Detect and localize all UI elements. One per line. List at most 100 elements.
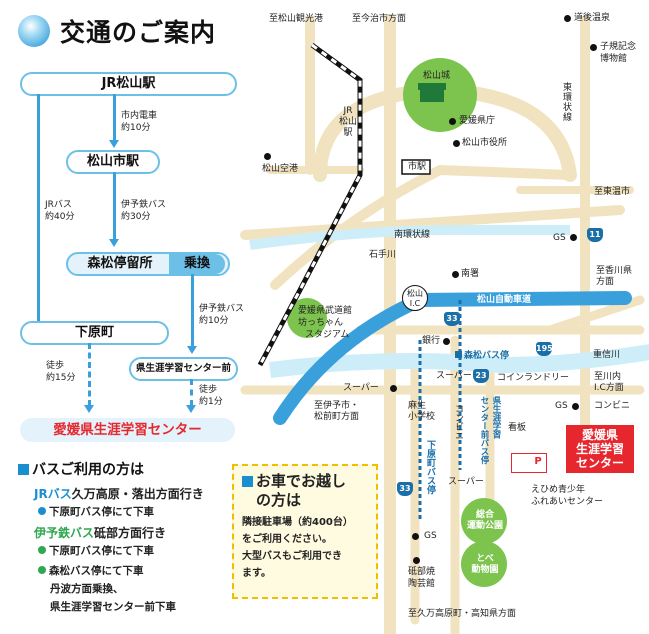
iyo-bus-item1: 下原町バス停にて下車 bbox=[38, 542, 154, 560]
segment-iyo-bus2: 伊予鉄バス 約10分 bbox=[199, 304, 245, 326]
label-center-stop: 県生涯学習 センター前バス停 bbox=[479, 396, 501, 464]
arrow-walk1 bbox=[186, 405, 196, 413]
segment-iyo-bus: 伊予鉄バス 約30分 bbox=[121, 200, 167, 222]
line-jr-bus bbox=[37, 94, 40, 330]
label-morimatsu-stop: 森松バス停 bbox=[464, 351, 510, 361]
label-nankan: 南環状線 bbox=[394, 230, 431, 240]
route-23-shield: 23 bbox=[473, 369, 489, 383]
label-airport: 松山空港 bbox=[262, 164, 299, 174]
gs2-point bbox=[572, 403, 579, 410]
route-33a-shield: 33 bbox=[444, 312, 460, 326]
square-icon bbox=[242, 476, 253, 487]
bus-stop-icon bbox=[455, 351, 462, 358]
label-super1: スーパー bbox=[436, 371, 472, 381]
label-dogo: 道後温泉 bbox=[574, 13, 611, 23]
zoo bbox=[461, 541, 507, 587]
jr-bus-item: 下原町バス停にて下車 bbox=[38, 503, 154, 521]
label-bank: 銀行 bbox=[422, 336, 441, 346]
label-kanban: 看板 bbox=[508, 423, 527, 433]
label-konbini1: コンビニ bbox=[453, 404, 463, 440]
budokan-park bbox=[287, 298, 327, 338]
segment-walk1: 徒歩 約1分 bbox=[199, 385, 223, 407]
facility-label: 愛媛県 生涯学習 センター bbox=[566, 425, 634, 473]
ishite-river bbox=[249, 225, 570, 250]
iyo-bus-item2b: 丹波方面乗換、 bbox=[50, 583, 124, 595]
label-tozai: 東 環 状 線 bbox=[563, 83, 573, 123]
iyo-bus-item2: 森松バス停にて下車 bbox=[38, 562, 144, 580]
label-super2: スーパー bbox=[343, 383, 379, 393]
ic-marker: 松山 I.C bbox=[402, 285, 428, 311]
car-line3: 大型バスもご利用でき bbox=[242, 551, 342, 562]
jr-bus-line: JRバス久万高原・落出方面行き bbox=[34, 487, 204, 501]
parking-icon: P bbox=[531, 455, 545, 469]
castle-icon bbox=[420, 90, 444, 102]
pref-point bbox=[449, 118, 456, 125]
tobeyaki-point bbox=[413, 557, 420, 564]
iyo-bus-item2c: 県生涯学習センター前下車 bbox=[50, 601, 176, 613]
label-asou: 麻生 小学校 bbox=[408, 401, 436, 422]
car-line1: 隣接駐車場（約400台） bbox=[242, 517, 353, 528]
airport-point bbox=[264, 153, 271, 160]
shi-eki-station bbox=[401, 159, 431, 175]
car-line4: ます。 bbox=[242, 568, 271, 579]
label-budokan1: 愛媛県武道館 bbox=[298, 306, 353, 316]
arrow-walk15 bbox=[84, 405, 94, 413]
label-youth2: ふれあいセンター bbox=[531, 497, 604, 507]
label-gs3: GS bbox=[424, 531, 437, 541]
page-title: 交通のご案内 bbox=[60, 18, 217, 47]
car-info-box: お車でお越し の方は 隣接駐車場（約400台） をご利用ください。 大型バスもご… bbox=[232, 464, 378, 599]
label-shigenobu: 重信川 bbox=[593, 350, 621, 360]
box-shimohara: 下原町 bbox=[20, 321, 169, 345]
box-matsuyama-shi: 松山市駅 bbox=[66, 150, 160, 174]
label-youth1: えひめ青少年 bbox=[531, 485, 586, 495]
label-kanko: 至松山観光港 bbox=[269, 14, 324, 24]
shiki-point bbox=[590, 44, 597, 51]
bullet-icon bbox=[38, 546, 46, 554]
label-shiki2: 博物館 bbox=[600, 54, 628, 64]
label-castle: 松山城 bbox=[423, 71, 451, 81]
transfer-label: 乗換 bbox=[169, 254, 225, 274]
morimatsu-label: 森松停留所 bbox=[87, 256, 153, 271]
label-toon: 至東温市 bbox=[594, 187, 631, 197]
sports-park-label: 総合運動公園 bbox=[466, 510, 503, 531]
map-roads bbox=[240, 14, 649, 634]
bank-point bbox=[443, 338, 450, 345]
road-east-west bbox=[240, 205, 625, 240]
label-gs1: GS bbox=[553, 233, 566, 243]
sports-park bbox=[461, 498, 507, 544]
bullet-icon bbox=[38, 566, 46, 574]
label-shimohara-stop: 下原町バス停 bbox=[425, 440, 435, 494]
label-tobeyaki2: 陶芸館 bbox=[408, 579, 436, 589]
gs3-point bbox=[412, 533, 419, 540]
bus-info-heading: バスご利用の方は bbox=[18, 459, 144, 479]
segment-walk15: 徒歩 約15分 bbox=[46, 361, 76, 383]
arrow-iyo-bus2 bbox=[187, 346, 197, 354]
walk-line-15 bbox=[88, 343, 91, 406]
line-tram bbox=[113, 94, 116, 144]
route-33b-shield: 33 bbox=[397, 482, 413, 496]
box-center-mae: 県生涯学習センター前 bbox=[129, 357, 238, 381]
gs1-point bbox=[570, 234, 577, 241]
super2-point bbox=[390, 385, 397, 392]
label-shi-eki: 市駅 bbox=[408, 162, 427, 172]
label-jr: JR 松山 駅 bbox=[339, 106, 358, 138]
line-iyo-bus bbox=[113, 172, 116, 242]
bullet-icon bbox=[38, 507, 46, 515]
zoo-label: とべ動物園 bbox=[471, 554, 499, 575]
box-jr-matsuyama: JR松山駅 bbox=[20, 72, 237, 96]
segment-tram: 市内電車 約10分 bbox=[121, 111, 158, 133]
road-diagonal bbox=[270, 165, 575, 290]
label-budokan2: 坊っちゃん bbox=[298, 318, 344, 328]
label-shiki1: 子規記念 bbox=[600, 42, 637, 52]
segment-jr-bus: JRバス 約40分 bbox=[45, 200, 75, 222]
label-iyo: 至伊予市・ 松前町方面 bbox=[314, 401, 360, 422]
jr-line-dash bbox=[258, 43, 362, 366]
label-pref: 愛媛県庁 bbox=[459, 116, 496, 126]
label-city: 松山市役所 bbox=[462, 138, 508, 148]
car-heading2: の方は bbox=[256, 491, 302, 509]
route-195-shield: 195 bbox=[536, 342, 553, 356]
arrow-iyo-bus bbox=[109, 239, 119, 247]
label-ishite: 石手川 bbox=[369, 250, 397, 260]
label-kouchi: 至香川県 方面 bbox=[596, 266, 633, 287]
label-gs2: GS bbox=[555, 401, 568, 411]
